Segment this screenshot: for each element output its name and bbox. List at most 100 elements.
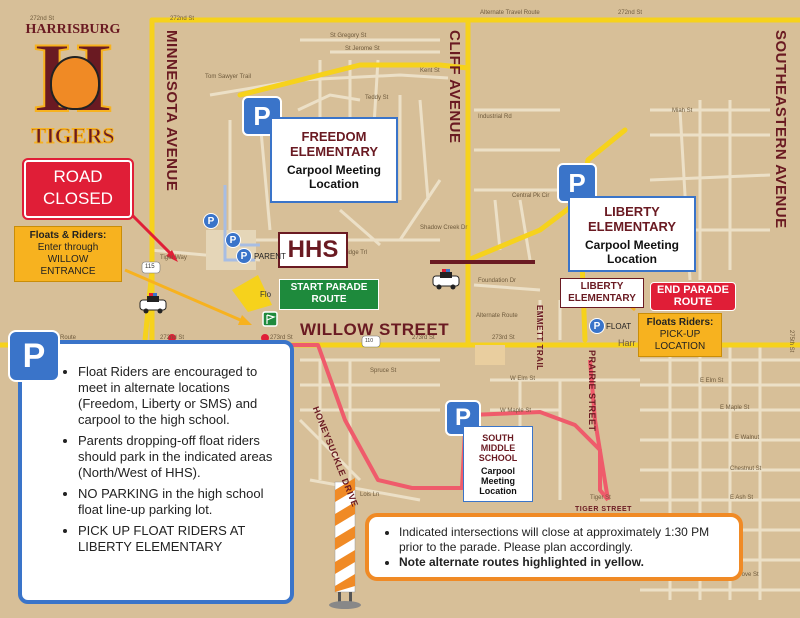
info-item: Parents dropping-off float riders should… [78,433,278,481]
hhs-label: HHS [278,232,348,268]
street-e-maple: E Maple St [720,405,750,411]
street-miah: Miah St [672,108,693,114]
route-shield-icons [141,261,381,348]
freedom-sub2: Location [309,177,359,191]
sms-sub3: Location [479,486,517,496]
start-parade-route-sign: START PARADE ROUTE [279,279,379,310]
street-lois: Lois Ln [360,492,380,498]
street-route-left: Route [60,335,77,341]
road-closed-line1: ROAD [53,167,103,186]
liberty-elementary-card: LIBERTY ELEMENTARY Carpool Meeting Locat… [568,196,696,272]
street-272nd-top-left: 272nd St [30,16,55,22]
street-spruce: Spruce St [370,368,397,374]
road-barricade-icon [329,478,361,609]
road-closed-arrow [130,213,177,260]
freedom-name1: FREEDOM [301,129,367,144]
street-kent: Kent St [420,68,440,74]
willow-entrance-arrowhead [238,315,252,325]
liberty-name1: LIBERTY [604,204,660,219]
street-272nd-top-right: 272nd St [618,10,643,16]
floats-pickup-box: Floats Riders: PICK-UP LOCATION [638,313,722,357]
freedom-elementary-card: FREEDOM ELEMENTARY Carpool Meeting Locat… [270,117,398,203]
street-272nd-left: 272nd St [160,335,185,341]
floats-enter-box: Floats & Riders: Enter through WILLOW EN… [14,226,122,282]
floats-pickup-bold: Floats Riders: [646,317,714,328]
floats-enter-line4: ENTRANCE [40,266,96,277]
info-item: PICK UP FLOAT RIDERS AT LIBERTY ELEMENTA… [78,523,278,555]
info-box-parking-icon: P [8,330,60,382]
freedom-name2: ELEMENTARY [289,144,379,159]
street-e-elm: E Elm St [700,378,724,384]
street-st-gregory: St Gregory St [330,33,367,39]
float-pickup-label: FLOAT [606,322,632,331]
tiger-face-icon [50,56,100,110]
street-harr: Harr [618,338,636,348]
street-alternate-route-mid: Alternate Route [476,313,518,319]
float-pickup-parking-icon: P [589,318,605,334]
start-route-line1: START PARADE [290,282,368,293]
street-grove: Grove St [735,572,759,578]
street-272nd-top-mid: 272nd St [170,16,195,22]
street-central-pk: Central Pk Cir [512,193,550,199]
road-closed-line2: CLOSED [43,189,113,208]
intersection-closure-notice: Indicated intersections will close at ap… [365,513,743,581]
parking-icon-north: P [203,213,219,229]
end-parade-route-sign: END PARADE ROUTE [650,282,736,311]
route-115-label: 115 [145,264,155,270]
prairie-street-label: PRAIRIE STREET [587,350,597,432]
street-e-ash: E Ash St [730,495,754,501]
street-teddy: Teddy St [365,95,389,101]
street-273rd-a: 273rd St [270,335,293,341]
sms-name3: SCHOOL [478,453,518,463]
street-industrial: Industrial Rd [478,114,512,120]
floats-enter-line3: WILLOW [47,254,89,265]
liberty-small-label: LIBERTY ELEMENTARY [560,278,644,308]
notice-list: Indicated intersections will close at ap… [381,525,729,570]
parent-parking-label: PARENT [254,252,286,261]
float-rider-info-box: Float Riders are encouraged to meet in a… [18,340,294,604]
street-tiger-st: Tiger St [590,495,611,501]
street-w-elm: W Elm St [510,376,535,382]
floats-enter-bold: Floats & Riders: [29,230,107,241]
sms-sub2: Meeting [480,476,515,486]
parking-icon-west: P [225,232,241,248]
street-273rd-b: 273rd St [412,335,435,341]
road-closed-arrowhead [166,250,178,262]
floats-pickup-line2: PICK-UP [659,329,701,340]
floats-pickup-line3: LOCATION [654,341,706,352]
floats-enter-line2: Enter through [37,242,99,253]
street-275th: 275th St [788,330,794,353]
sms-name2: MIDDLE [480,443,516,453]
street-w-maple: W Maple St [500,408,532,414]
street-alt-travel-route: Alternate Travel Route [480,10,540,16]
start-flag-icon [262,311,278,327]
end-route-line1: END PARADE [657,284,729,296]
liberty-sub2: Location [607,252,657,266]
float-lot-label: Flo [260,290,272,299]
start-route-line2: ROUTE [311,294,347,305]
emmett-trail-label: EMMETT TRAIL [535,305,544,371]
street-tiger-way: Tiger Way [160,255,187,261]
street-e-walnut: E Walnut [735,435,760,441]
route-110-label: 110 [365,338,373,344]
street-tom-sawyer: Tom Sawyer Trail [205,74,252,80]
cliff-avenue-label: CLIFF AVENUE [446,30,463,144]
float-lineup-lot [232,275,272,312]
hhs-text: HHS [287,236,339,263]
liberty-small-line2: ELEMENTARY [568,293,636,304]
sms-sub1: Carpool [480,466,515,476]
south-middle-school-card: SOUTH MIDDLE SCHOOL Carpool Meeting Loca… [463,426,533,502]
road-closed-sign: ROAD CLOSED [22,158,134,220]
willow-entrance-arrow [124,268,246,324]
street-ridge-trl: Ridge Trl [343,250,368,256]
float-rider-info-list: Float Riders are encouraged to meet in a… [58,364,278,555]
harrisburg-tigers-logo: HARRISBURG H TIGERS [14,22,132,152]
parking-icon-parent: P [236,248,252,264]
police-car-right-icon [432,269,460,290]
street-chestnut: Chestnut St [730,466,762,472]
street-shadow-creek: Shadow Creek Dr [420,225,468,231]
liberty-small-line1: LIBERTY [580,281,624,292]
sms-name1: SOUTH [482,433,514,443]
logo-top-text: HARRISBURG [25,22,121,37]
